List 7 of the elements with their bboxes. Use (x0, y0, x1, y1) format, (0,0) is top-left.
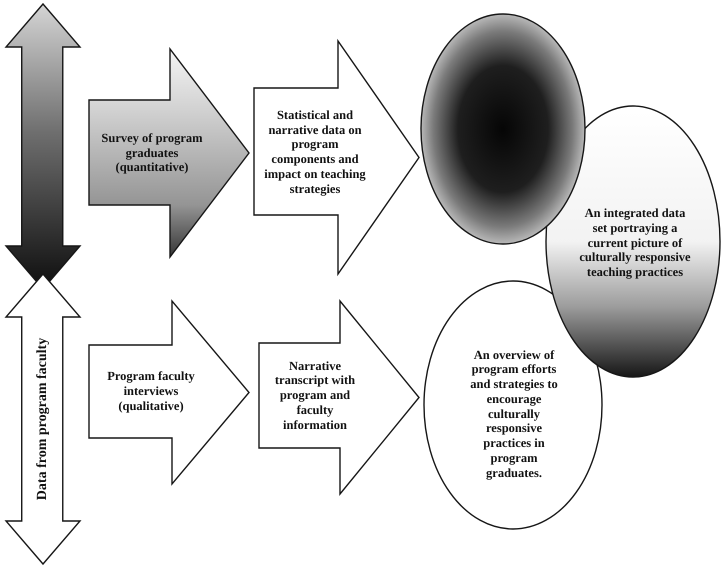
vertical-label: Data from program faculty (35, 338, 52, 500)
step-text: Statistical and narrative data on program components and impact on teaching strategies (263, 108, 367, 196)
ellipse-text: An integrated data set portraying a current picture of culturally responsive teaching practices (578, 206, 692, 280)
step-text: Survey of program graduates (quantitative) (100, 130, 204, 176)
step-text: Program faculty interviews (qualitative) (106, 369, 196, 414)
ellipse-text: An overview of program efforts and strategies to encourage culturally responsive practices in program graduates. (469, 348, 559, 480)
step-text: Narrative transcript with program and faculty information (274, 358, 356, 432)
